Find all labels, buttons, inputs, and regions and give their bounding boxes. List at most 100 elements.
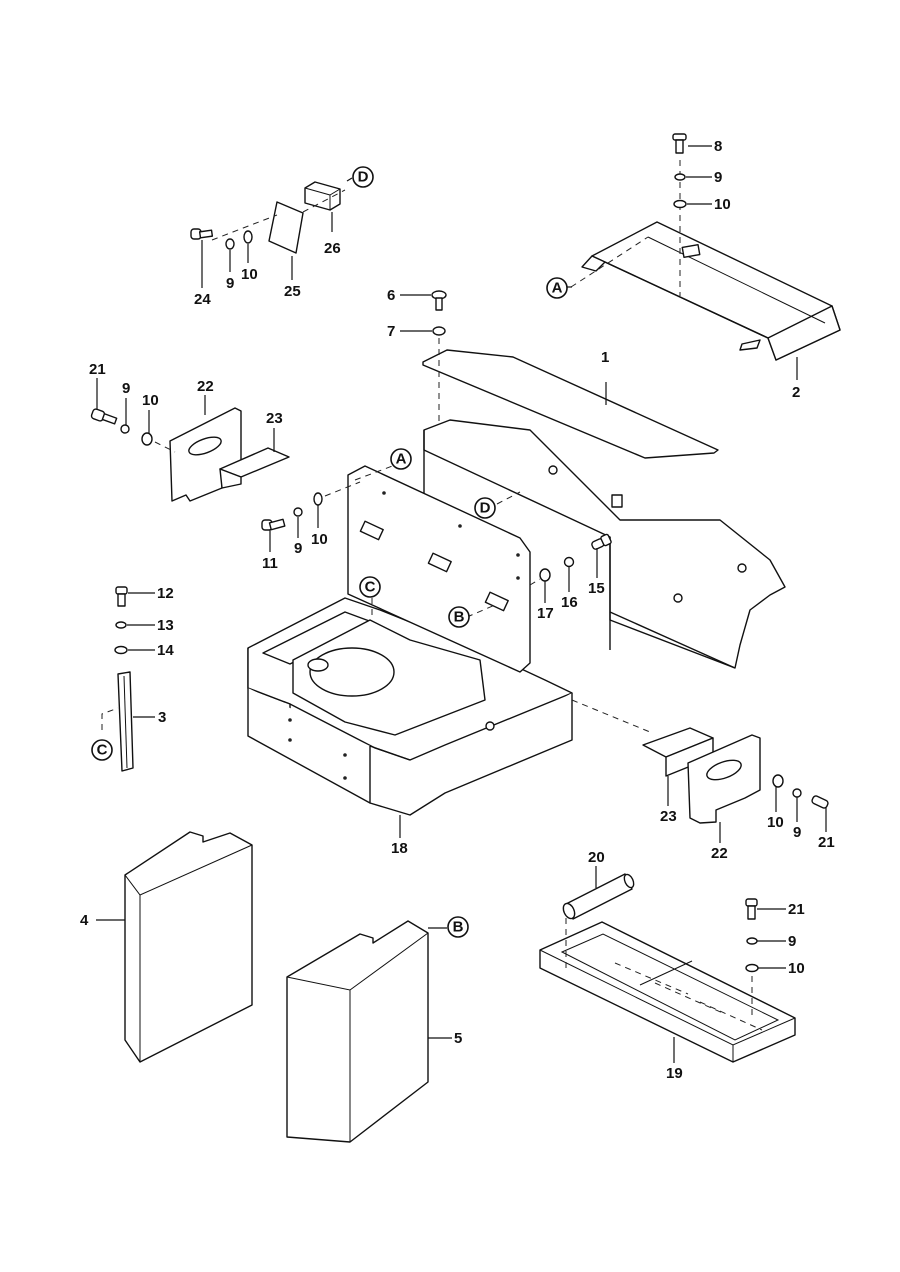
callout-12: 12 — [157, 585, 174, 602]
bolt-15 — [591, 533, 612, 550]
lock-washer-9-left — [120, 424, 130, 434]
callout-20: 20 — [588, 849, 605, 866]
callout-labels: 8 9 10 2 1 6 7 26 25 10 9 24 21 9 10 22 … — [80, 138, 835, 1082]
callout-21: 21 — [818, 834, 835, 851]
ref-marker-d: D — [352, 166, 374, 188]
callout-9: 9 — [788, 933, 796, 950]
svg-text:C: C — [97, 742, 108, 759]
callout-13: 13 — [157, 617, 174, 634]
callout-24: 24 — [194, 291, 211, 308]
callout-10: 10 — [767, 814, 784, 831]
callout-8: 8 — [714, 138, 722, 155]
bolt-8 — [672, 133, 687, 154]
leader-lines — [96, 145, 827, 1063]
callout-23: 23 — [660, 808, 677, 825]
callout-5: 5 — [454, 1030, 462, 1047]
svg-text:D: D — [480, 500, 491, 517]
svg-text:B: B — [453, 919, 464, 936]
reference-markers: D A A D C B C B — [91, 166, 572, 938]
part-19-tray — [539, 921, 796, 1063]
part-18-front-panel — [347, 465, 531, 673]
callout-26: 26 — [324, 240, 341, 257]
part-22-left-plate — [169, 407, 242, 502]
washer-10-left — [141, 432, 153, 446]
callout-1: 1 — [601, 349, 609, 366]
callout-21: 21 — [788, 901, 805, 918]
callout-9: 9 — [714, 169, 722, 186]
lock-washer-9-right — [792, 788, 802, 798]
part-3-strip — [117, 671, 134, 772]
callout-7: 7 — [387, 323, 395, 340]
part-1-cover-plate — [422, 349, 719, 459]
lock-washer-13 — [115, 621, 127, 629]
washer-10-11 — [313, 492, 323, 506]
part-2-top-cover — [570, 160, 841, 361]
callout-23: 23 — [266, 410, 283, 427]
callout-9: 9 — [226, 275, 234, 292]
part-26-block — [304, 181, 341, 211]
bolt-24 — [190, 228, 214, 240]
callout-25: 25 — [284, 283, 301, 300]
bolt-21-left — [90, 408, 118, 425]
callout-21: 21 — [89, 361, 106, 378]
washer-10-d — [243, 230, 253, 244]
svg-text:A: A — [396, 451, 407, 468]
callout-19: 19 — [666, 1065, 683, 1082]
bolt-21-right — [811, 795, 829, 809]
washer-10-right — [772, 774, 784, 788]
callout-15: 15 — [588, 580, 605, 597]
bolt-21-tray — [745, 898, 758, 920]
ref-marker-a: A — [390, 448, 412, 470]
washer-7 — [432, 326, 446, 336]
callout-10: 10 — [788, 960, 805, 977]
callout-16: 16 — [561, 594, 578, 611]
callout-9: 9 — [294, 540, 302, 557]
part-22-right-plate — [687, 734, 761, 824]
lock-washer-9-tray — [746, 937, 758, 945]
part-4-block — [124, 831, 253, 1063]
bolt-11 — [261, 518, 286, 531]
part-18-seat-base — [292, 619, 486, 736]
callout-22: 22 — [197, 378, 214, 395]
part-20-roller — [562, 873, 635, 920]
lock-washer-9-top — [674, 173, 686, 181]
lock-washer-9-11 — [293, 507, 303, 517]
ref-marker-c: C — [91, 739, 113, 761]
svg-text:D: D — [358, 169, 369, 186]
frame-holes — [288, 718, 495, 780]
washer-14 — [114, 645, 128, 655]
screw-12 — [115, 586, 128, 607]
callout-11: 11 — [262, 555, 278, 572]
ref-marker-a: A — [546, 277, 568, 299]
ref-marker-d: D — [474, 497, 496, 519]
washer-10-tray — [745, 963, 759, 973]
svg-text:A: A — [552, 280, 563, 297]
part-23-left-shelf — [219, 447, 290, 489]
callout-9: 9 — [122, 380, 130, 397]
callout-10: 10 — [714, 196, 731, 213]
callout-10: 10 — [142, 392, 159, 409]
callout-17: 17 — [537, 605, 554, 622]
part-25-bracket — [268, 201, 304, 254]
part-5-block — [286, 920, 429, 1143]
nut-16 — [563, 556, 575, 568]
svg-text:B: B — [454, 609, 465, 626]
callout-18: 18 — [391, 840, 408, 857]
callout-22: 22 — [711, 845, 728, 862]
callout-10: 10 — [311, 531, 328, 548]
svg-text:C: C — [365, 579, 376, 596]
ref-marker-b: B — [448, 606, 470, 628]
screw-6 — [431, 290, 447, 311]
callout-4: 4 — [80, 912, 89, 929]
callout-14: 14 — [157, 642, 174, 659]
washer-10-top — [673, 199, 687, 209]
callout-2: 2 — [792, 384, 800, 401]
lock-washer-9-d — [225, 238, 235, 250]
ref-marker-b: B — [447, 916, 469, 938]
callout-10: 10 — [241, 266, 258, 283]
callout-9: 9 — [793, 824, 801, 841]
callout-6: 6 — [387, 287, 395, 304]
callout-3: 3 — [158, 709, 166, 726]
ref-marker-c: C — [359, 576, 381, 598]
